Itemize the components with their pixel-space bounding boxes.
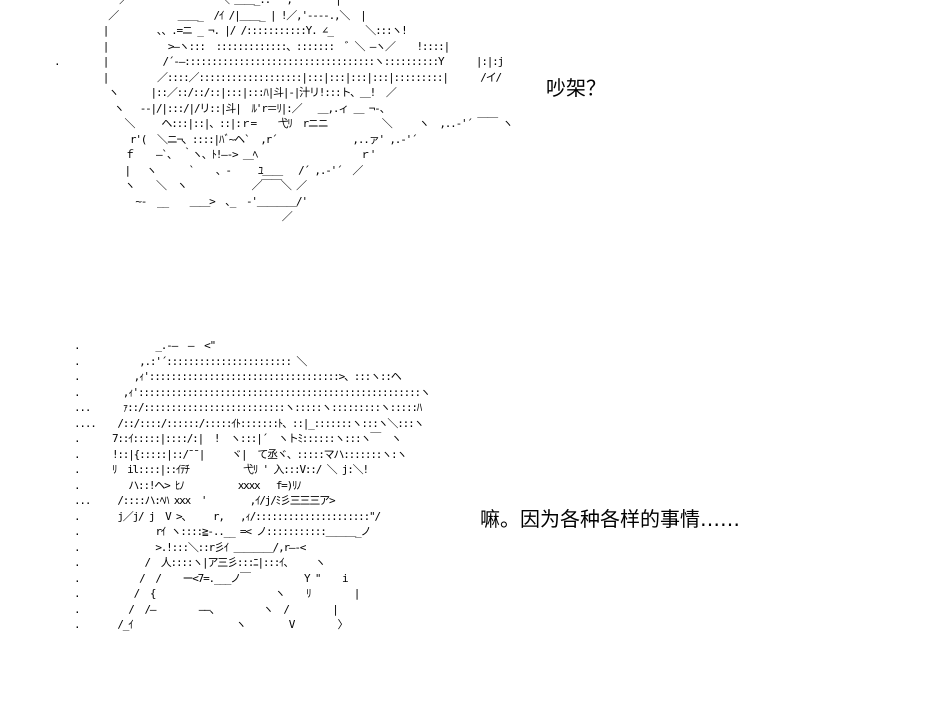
dialogue-line-reply: 嘛。因为各种各样的事情…… (480, 507, 740, 531)
ascii-art-bottom-figure: . _.-― ― <" . ,.:'´:::::::::::::::::::::… (74, 339, 431, 631)
dialogue-line-quarrel: 吵架？ (546, 76, 606, 100)
ascii-art-top-figure: ／ ￣￣＼ ＿＿_.. ; | ／ ＿＿_ /ｲ /|＿＿_ | !／,'---… (54, 0, 513, 223)
